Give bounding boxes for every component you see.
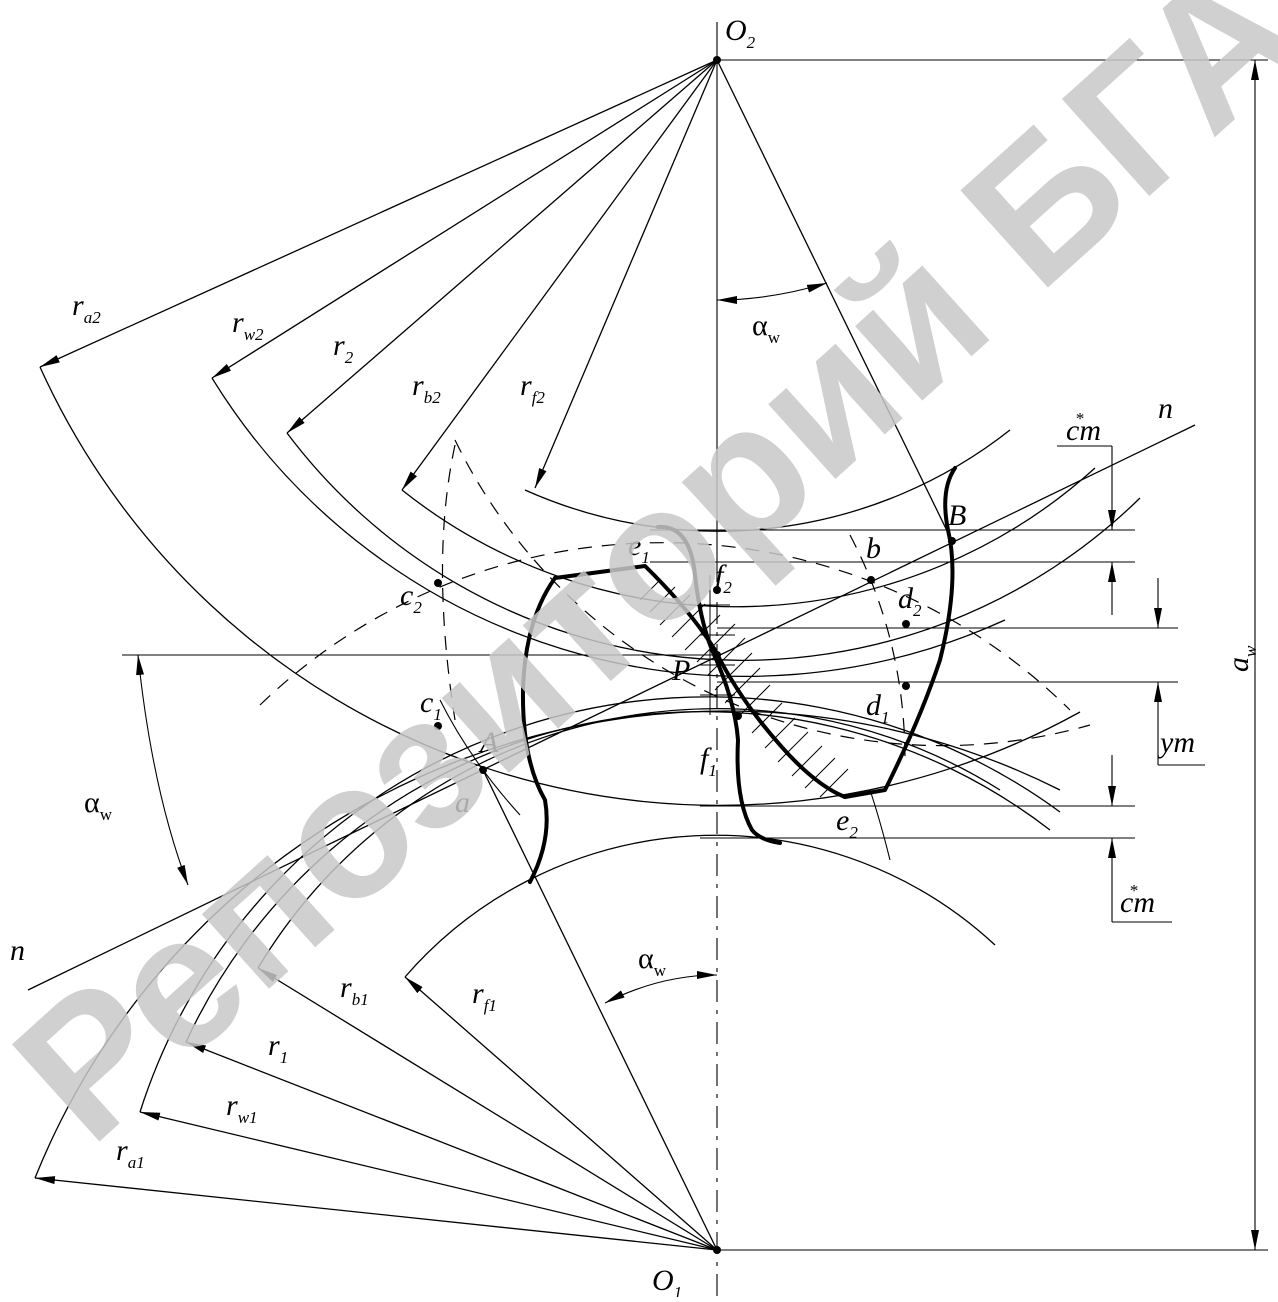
label-cm-top: cm* <box>1066 409 1101 447</box>
label-d1: d1 <box>866 689 890 727</box>
gear1-radii <box>34 769 718 1251</box>
label-c2: c2 <box>400 579 422 617</box>
label-alpha-left: αw <box>84 786 113 824</box>
reference-lines <box>122 59 1268 1251</box>
label-rf1: rf1 <box>472 977 497 1015</box>
watermark: Репозиторий БГАТУ <box>0 0 1278 1180</box>
label-alpha-bottom: αw <box>638 942 667 980</box>
label-c1: c1 <box>420 686 442 724</box>
limit-arcs <box>439 444 906 861</box>
line-of-action <box>27 424 1196 991</box>
label-ra1: ra1 <box>116 1134 145 1172</box>
label-ym: ym <box>1157 726 1195 759</box>
label-n-top: n <box>1158 392 1173 425</box>
label-b: b <box>866 532 881 565</box>
svg-text:Репозиторий БГАТУ: Репозиторий БГАТУ <box>0 0 1278 1180</box>
label-O1: O1 <box>652 1264 682 1297</box>
gear2-radii <box>39 59 953 542</box>
label-O2: O2 <box>725 14 756 52</box>
label-rb2: rb2 <box>412 369 441 407</box>
label-r2: r2 <box>333 329 354 367</box>
label-r1: r1 <box>268 1029 288 1067</box>
label-B: B <box>948 499 966 532</box>
label-d2: d2 <box>898 582 922 620</box>
label-aw: aw <box>1222 645 1260 672</box>
label-rf2: rf2 <box>520 369 545 407</box>
label-P: P <box>671 654 690 687</box>
label-ra2: ra2 <box>72 289 101 327</box>
label-rw2: rw2 <box>232 306 264 344</box>
key-points <box>434 56 956 1254</box>
tooth-profiles <box>520 466 957 884</box>
label-e1: e1 <box>628 529 650 567</box>
label-alpha-top: αw <box>752 309 781 347</box>
label-rw1: rw1 <box>226 1089 258 1127</box>
label-A: A <box>478 726 499 759</box>
label-n-bottom: n <box>10 934 25 967</box>
pressure-angle-arcs <box>136 282 828 1004</box>
label-a: a <box>455 786 470 819</box>
labels: O2 O1 P A B a b c1 c2 d1 d2 e1 e2 f1 f2 … <box>10 14 1260 1297</box>
label-f1: f1 <box>700 742 717 780</box>
clearance-dimensions <box>1057 445 1205 923</box>
label-rb1: rb1 <box>340 971 369 1009</box>
label-e2: e2 <box>836 804 858 842</box>
label-cm-bottom: cm* <box>1120 881 1155 919</box>
